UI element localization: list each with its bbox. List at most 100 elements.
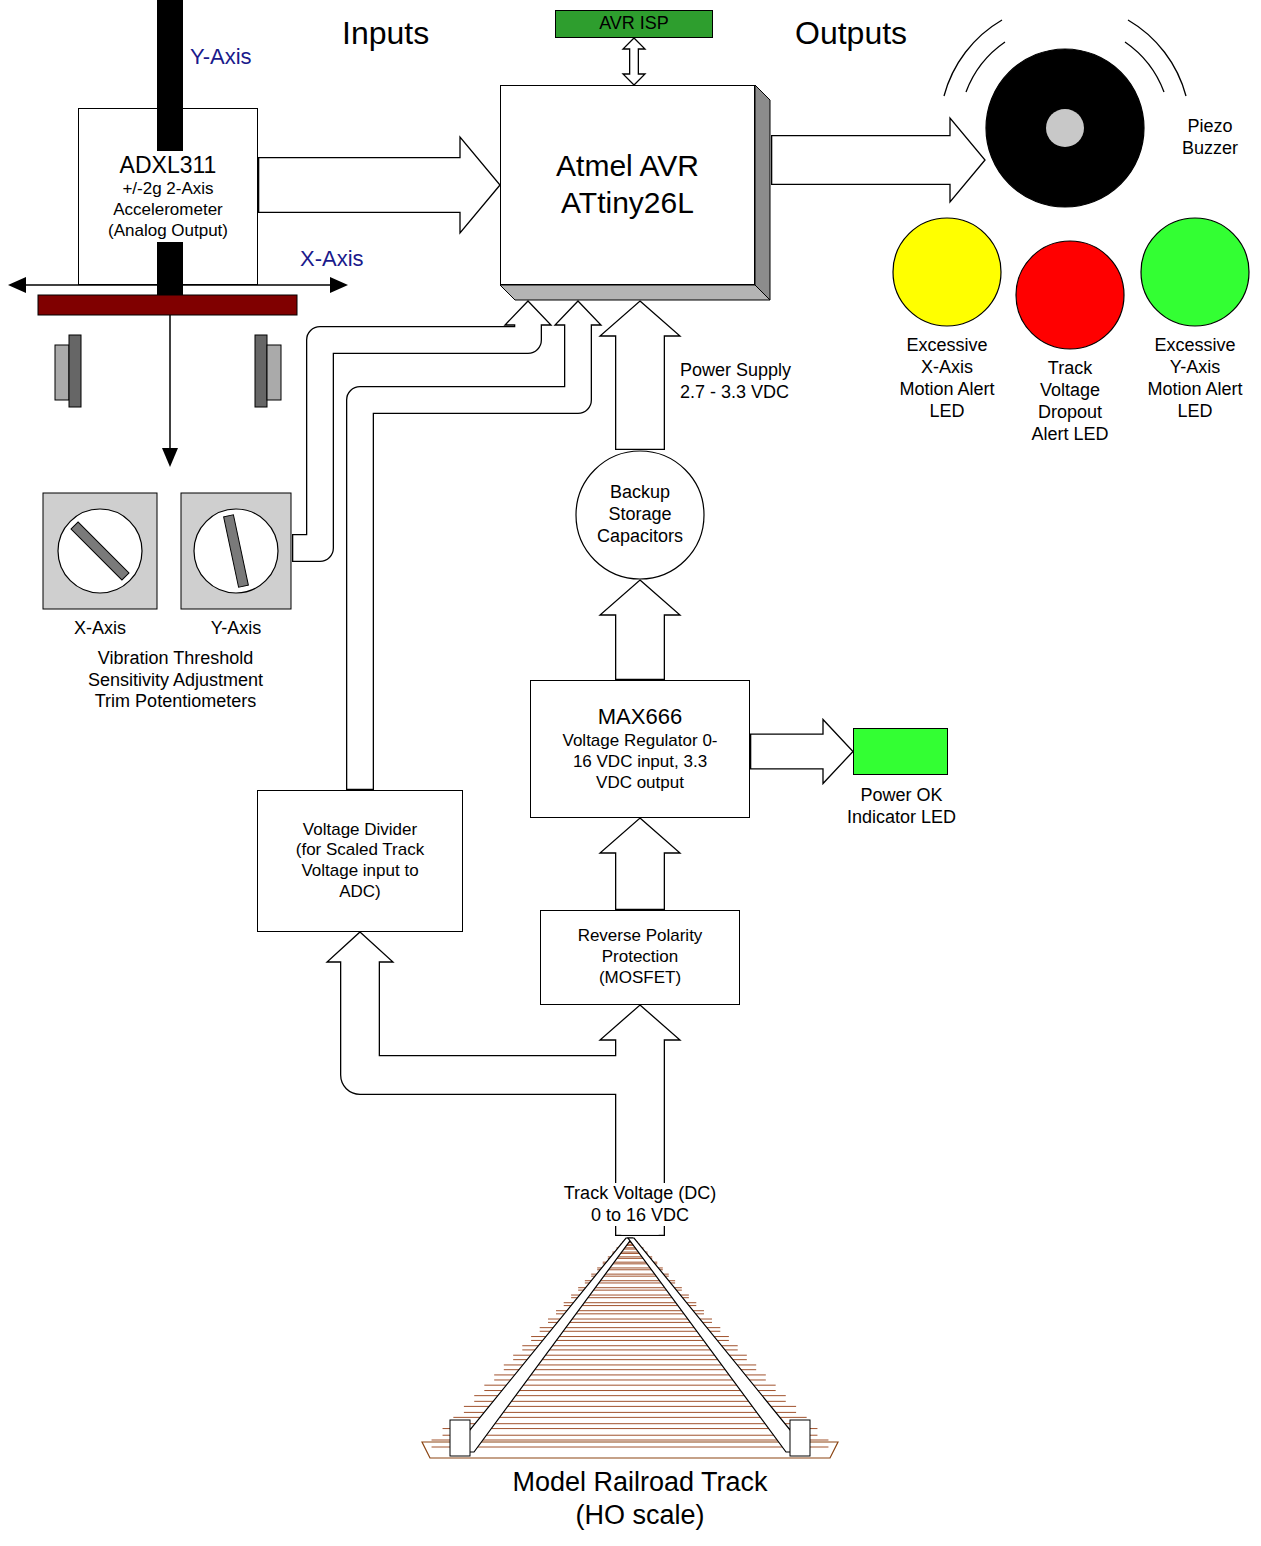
tie (464, 1406, 796, 1407)
trim-pot: X-Axis (42, 492, 158, 610)
regulator-box: MAX666Voltage Regulator 0-16 VDC input, … (530, 680, 750, 818)
tie (513, 1355, 747, 1356)
arrow-head (8, 277, 26, 293)
tie (531, 1336, 729, 1337)
section-heading: Outputs (795, 14, 907, 52)
node-title: Piezo Buzzer (1171, 116, 1249, 160)
axis-label: X-Axis (300, 246, 364, 272)
circle-shape (892, 217, 1002, 327)
node-title: Excessive X-Axis Motion Alert LED (897, 335, 997, 423)
label-holder: Piezo Buzzer (1171, 116, 1249, 160)
caption-label: Vibration Threshold Sensitivity Adjustme… (68, 648, 283, 713)
node-title: Atmel AVR ATtiny26L (511, 148, 744, 221)
tie (531, 1340, 729, 1341)
tie (556, 1313, 704, 1314)
arrow-head (505, 301, 551, 325)
tie (494, 1379, 766, 1380)
label-holder: Y-Axis (166, 618, 306, 640)
arrow-head (327, 932, 393, 962)
y-axis-bar (157, 0, 183, 298)
node-title: Power OK Indicator LED (829, 785, 974, 829)
trim-pot: Y-Axis (180, 492, 292, 610)
arrow-head (623, 38, 645, 49)
mount (255, 335, 267, 407)
node-title: Reverse Polarity Protection (MOSFET) (563, 926, 717, 988)
track-bed (422, 1442, 838, 1458)
tie (484, 1385, 775, 1386)
node-text: +/-2g 2-Axis Accelerometer (Analog Outpu… (101, 179, 235, 241)
node-title: Voltage Divider (for Scaled Track Voltag… (291, 820, 429, 903)
label-holder: Excessive Y-Axis Motion Alert LED (1145, 335, 1245, 423)
label-holder: Excessive X-Axis Motion Alert LED (897, 335, 997, 423)
track-illustration: Model Railroad Track (HO scale) (420, 1236, 860, 1458)
tie (432, 1440, 829, 1441)
block-arrow-fill (616, 851, 663, 908)
potentiometer-symbol (42, 492, 158, 610)
tie (443, 1435, 818, 1436)
arrow-head (460, 137, 500, 233)
power-led: Power OK Indicator LED (853, 728, 948, 775)
tie (522, 1345, 737, 1346)
circle-shape (985, 48, 1145, 208)
protection-box: Reverse Polarity Protection (MOSFET) (540, 910, 740, 1005)
alert-led: Excessive X-Axis Motion Alert LED (892, 217, 1002, 327)
tie (494, 1374, 766, 1375)
circuit-board (38, 295, 297, 315)
mount (69, 335, 81, 407)
rail-end (790, 1420, 810, 1456)
tie (513, 1359, 747, 1360)
node-title: ADXL311 (118, 151, 219, 179)
arrow-head (162, 448, 178, 467)
tie (474, 1395, 786, 1396)
box-shade (500, 285, 770, 300)
arrow-head (623, 74, 645, 85)
sound-arc (1128, 20, 1186, 96)
node-title: Excessive Y-Axis Motion Alert LED (1145, 335, 1245, 423)
tie (504, 1369, 756, 1370)
block-arrow-fill (751, 735, 824, 768)
tie (504, 1364, 756, 1365)
node-title: Model Railroad Track (HO scale) (490, 1466, 790, 1532)
label-holder: Power OK Indicator LED (829, 785, 974, 829)
isp-header: AVR ISP (555, 10, 713, 38)
block-arrow-fill (293, 323, 528, 548)
potentiometer-symbol (180, 492, 292, 610)
node-title: X-Axis (30, 618, 170, 640)
circle-shape (1015, 240, 1125, 350)
tie (453, 1417, 806, 1418)
label-holder: Model Railroad Track (HO scale) (490, 1466, 790, 1532)
edge-label: Power Supply 2.7 - 3.3 VDC (680, 360, 805, 403)
arrow-head (330, 277, 348, 293)
section-heading: Inputs (342, 14, 429, 52)
node-text: Voltage Regulator 0-16 VDC input, 3.3 VD… (561, 731, 719, 793)
box-shade (755, 85, 770, 300)
tie (432, 1447, 829, 1448)
axis-label: Y-Axis (190, 44, 252, 70)
node-title: Backup Storage Capacitors (588, 482, 692, 548)
arrow-head (600, 580, 680, 615)
circle-shape (1140, 217, 1250, 327)
track-area (420, 1236, 860, 1458)
edge-label: Track Voltage (DC) 0 to 16 VDC (559, 1183, 721, 1226)
tie (484, 1390, 775, 1391)
capacitor-circle: Backup Storage Capacitors (575, 450, 705, 580)
arrow-head (950, 118, 985, 202)
tie (464, 1412, 796, 1413)
divider-box: Voltage Divider (for Scaled Track Voltag… (257, 790, 463, 932)
arrow-head (555, 301, 601, 325)
block-arrow-fill (772, 136, 951, 183)
sound-arc (944, 20, 1002, 96)
microcontroller-box: Atmel AVR ATtiny26L (500, 85, 755, 285)
tie (548, 1322, 712, 1323)
label-holder: X-Axis (30, 618, 170, 640)
axis-line (169, 315, 171, 450)
piezo-buzzer: Piezo Buzzer (985, 48, 1145, 208)
block-arrow-fill (259, 158, 461, 211)
tie (474, 1401, 786, 1402)
mount (267, 345, 281, 400)
node-title: MAX666 (598, 704, 682, 731)
arrow-head (600, 301, 680, 336)
alert-led: Excessive Y-Axis Motion Alert LED (1140, 217, 1250, 327)
node-title: Track Voltage Dropout Alert LED (1020, 358, 1120, 446)
tie (522, 1349, 737, 1350)
